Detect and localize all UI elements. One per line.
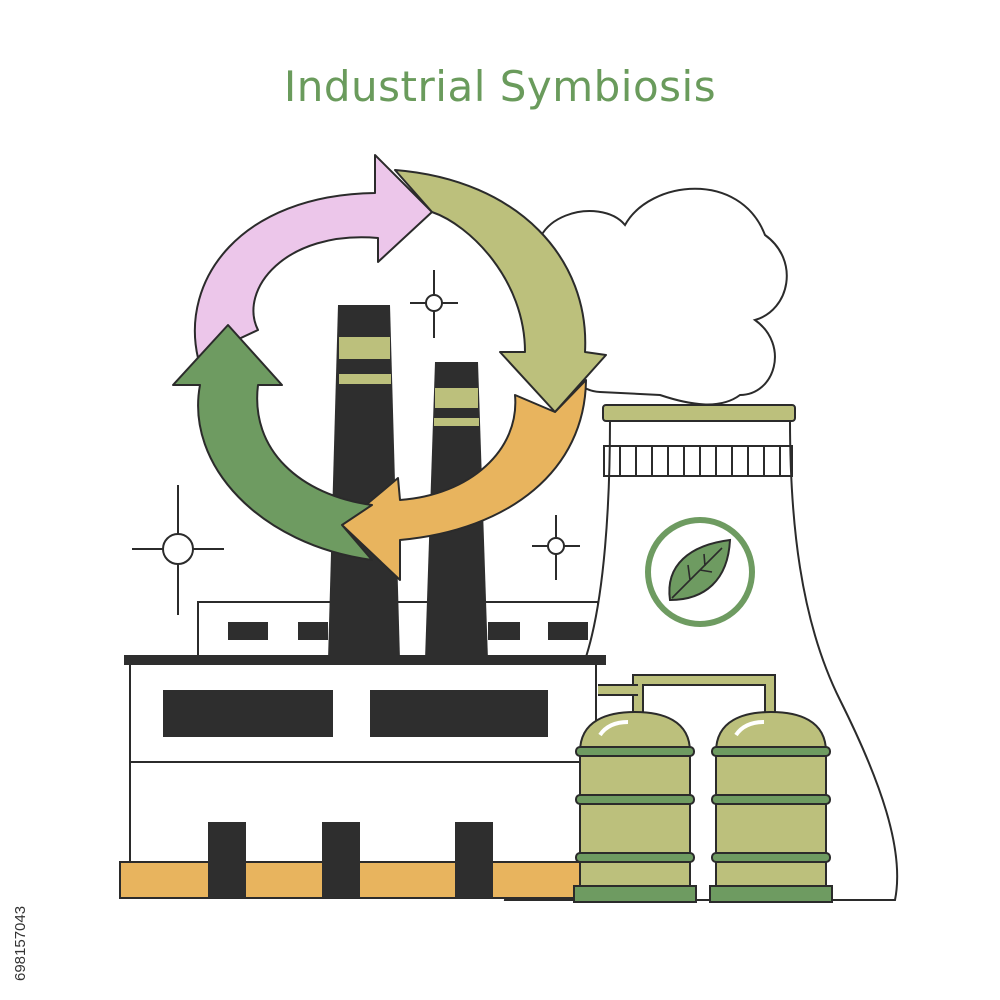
back-window (488, 622, 520, 640)
stock-id-text: 698157043 (12, 905, 29, 981)
sparkle-icon (132, 485, 224, 615)
factory-door (208, 822, 246, 898)
cooling-tower-vent-grille (603, 445, 793, 477)
chimney-tall-band (339, 337, 390, 359)
olive-arrow (394, 169, 607, 413)
storage-tank (573, 710, 697, 903)
smoke-cloud (536, 187, 788, 406)
orange-arrow (341, 379, 587, 581)
pink-arrow (193, 154, 433, 359)
storage-tank (709, 710, 833, 903)
factory-door (455, 822, 493, 898)
factory-door (322, 822, 360, 898)
leaf-icon (645, 517, 755, 627)
sparkle-icon (532, 515, 580, 580)
green-arrow (172, 324, 373, 561)
stock-id-label: 698157043 (8, 765, 38, 985)
page-title: Industrial Symbiosis (283, 62, 717, 111)
pipe (634, 676, 774, 730)
factory-roof (124, 655, 606, 665)
factory-window (370, 690, 548, 737)
back-window (298, 622, 328, 640)
circular-arrows-icon (172, 154, 607, 581)
cooling-tower-rim (602, 404, 796, 422)
sparkle-icon (410, 270, 458, 338)
chimney-short-band (435, 388, 478, 408)
back-window (228, 622, 268, 640)
chimney-short-band (434, 418, 479, 426)
chimney-tall (328, 305, 400, 660)
chimney-tall-band (339, 374, 391, 384)
factory-window (163, 690, 333, 737)
back-window (548, 622, 588, 640)
